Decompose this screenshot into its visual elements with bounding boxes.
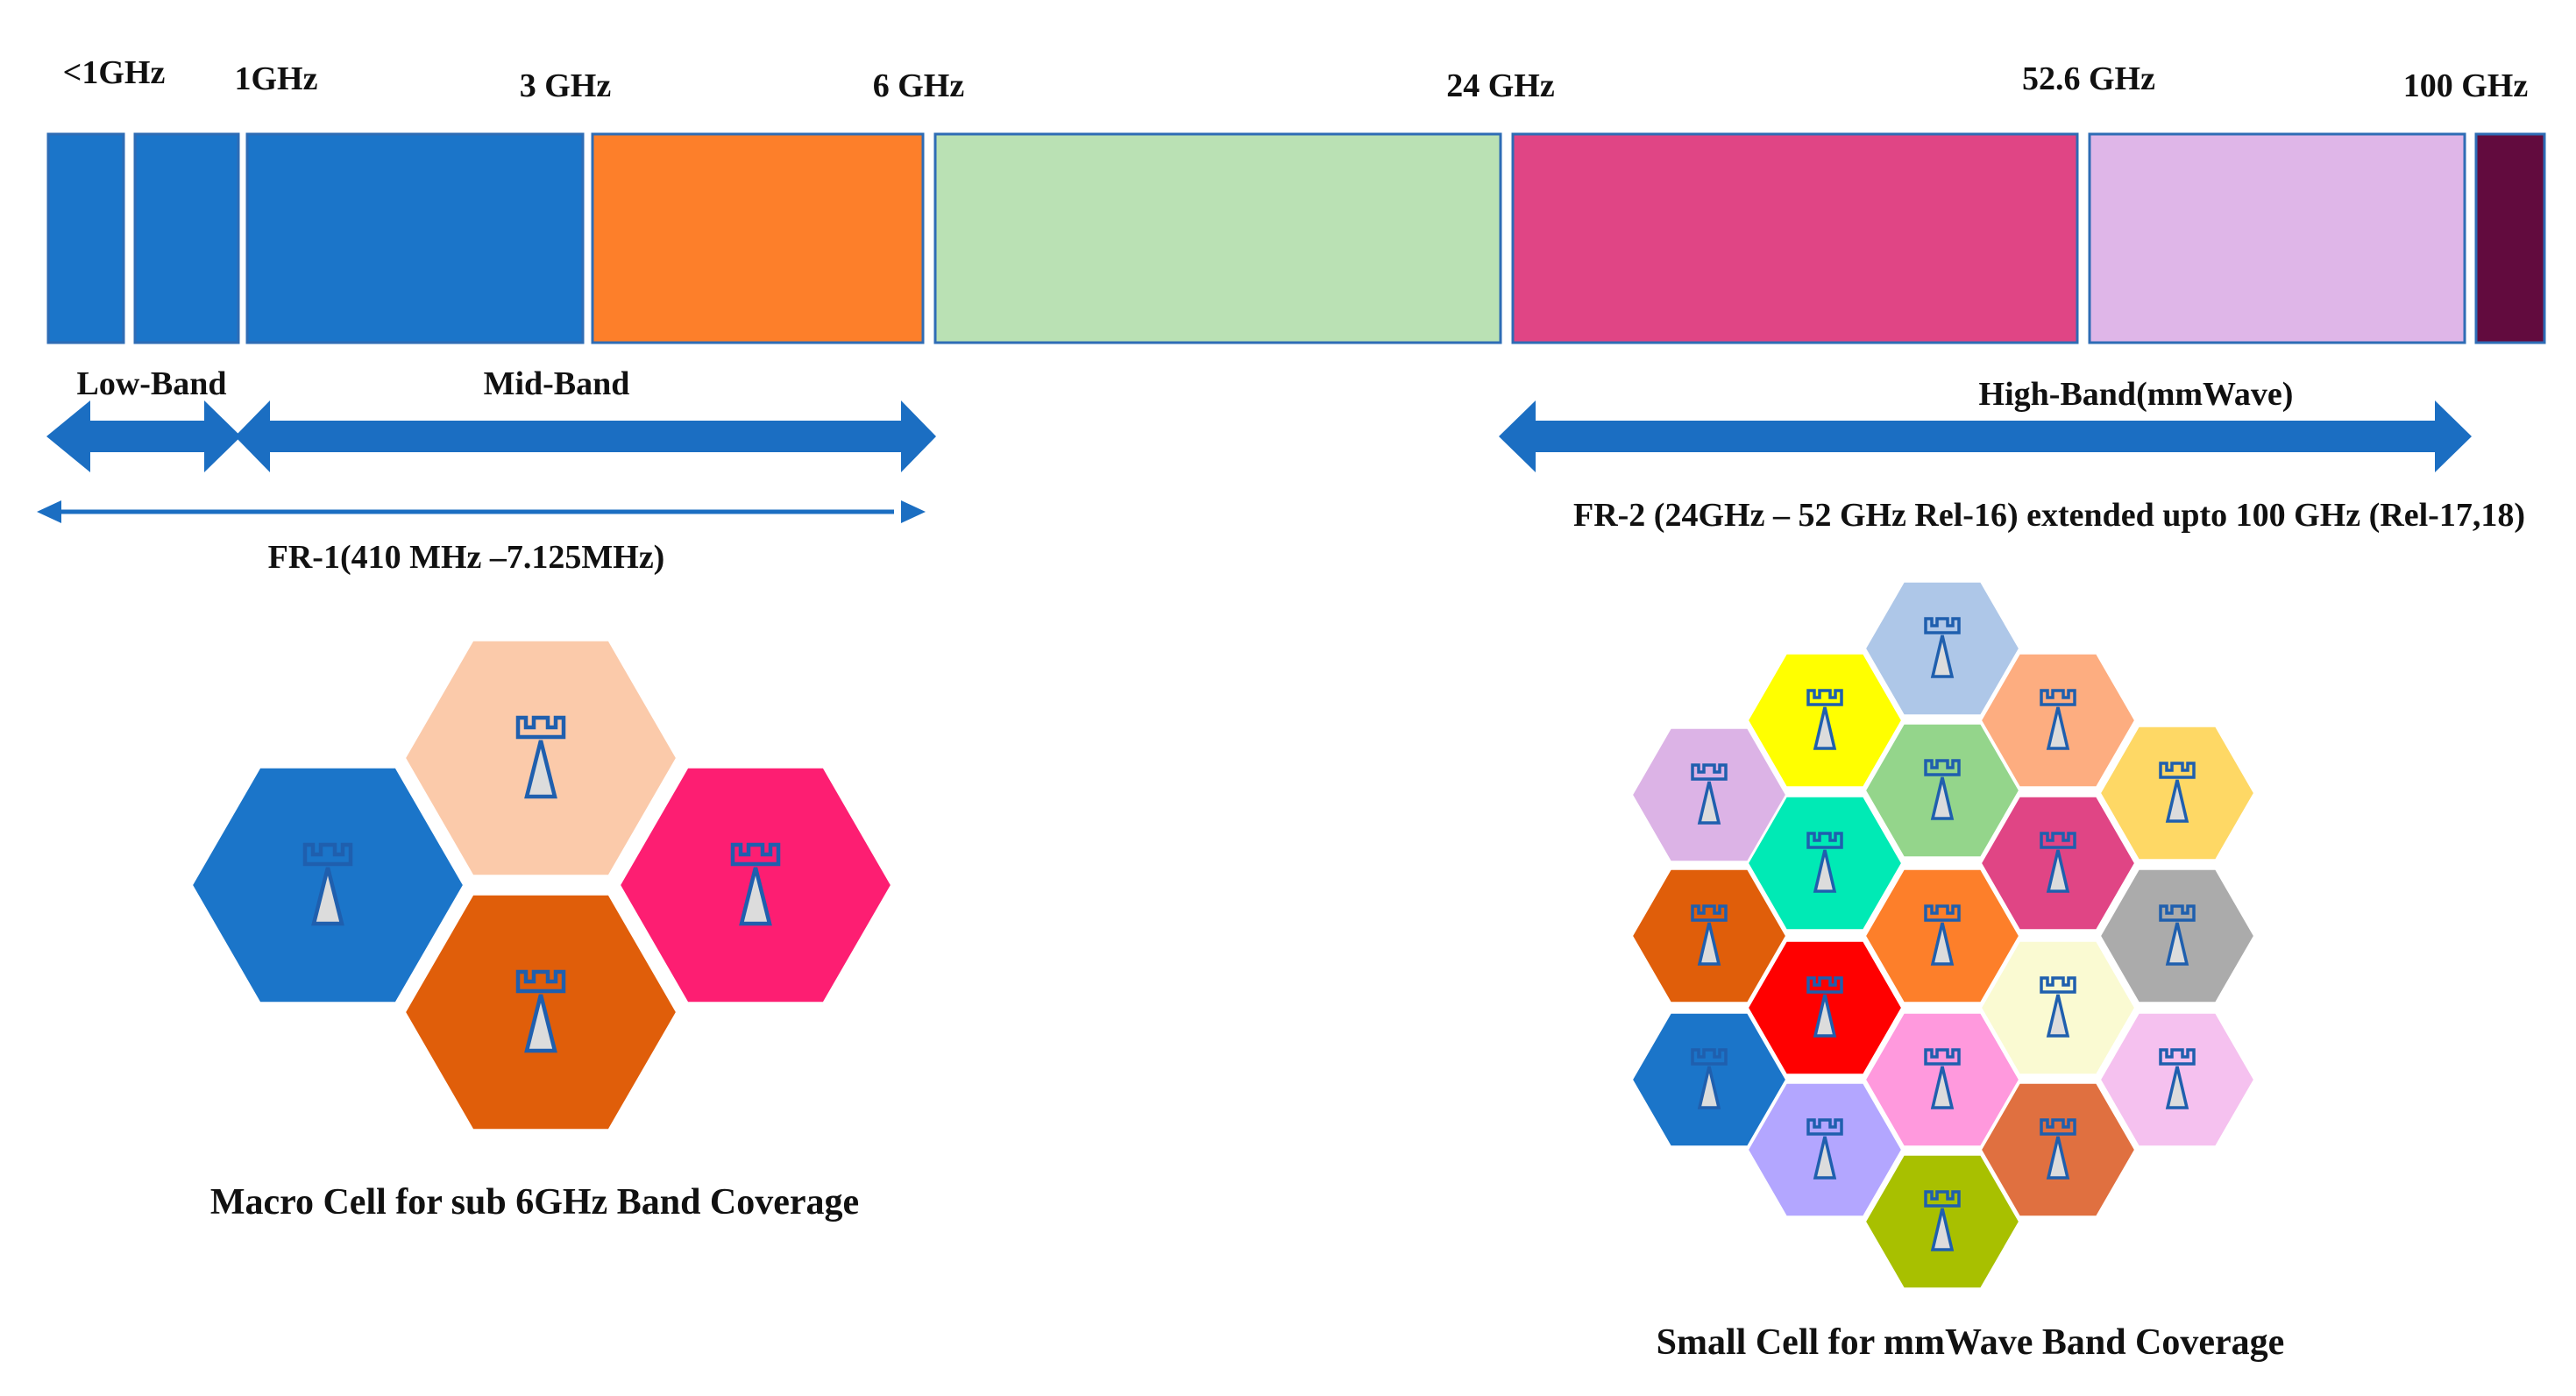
hex-cell	[1979, 795, 2137, 932]
spectrum-bar	[46, 132, 2546, 344]
fr1-arrow-left	[37, 500, 61, 523]
hex-cell	[1863, 580, 2021, 717]
high-band-arrow	[1499, 400, 2472, 472]
spectrum-block	[133, 132, 240, 344]
spectrum-block	[46, 132, 125, 344]
fr1-range: FR-1(410 MHz –7.125MHz)	[37, 500, 926, 576]
freq-label-100ghz: 100 GHz	[2403, 67, 2529, 104]
hex-cell	[1979, 1081, 2137, 1218]
freq-label-52-6ghz: 52.6 GHz	[2022, 60, 2155, 97]
hex-cell	[1746, 939, 1904, 1076]
hex-cell	[1863, 1011, 2021, 1148]
spectrum-block	[2474, 132, 2546, 344]
band-arrows: Low-Band Mid-Band High-Band(mmWave)	[46, 365, 2472, 472]
hex-cell	[190, 766, 465, 1004]
spectrum-block	[2088, 132, 2466, 344]
spectrum-block	[245, 132, 585, 344]
hex-cell	[1630, 1011, 1788, 1148]
hex-cell	[1979, 652, 2137, 789]
freq-label-1ghz: 1GHz	[235, 60, 318, 97]
mid-band-label: Mid-Band	[484, 365, 630, 402]
hex-cell	[403, 893, 678, 1131]
fr1-label: FR-1(410 MHz –7.125MHz)	[268, 539, 665, 576]
small-caption: Small Cell for mmWave Band Coverage	[1657, 1322, 2285, 1363]
high-band-label: High-Band(mmWave)	[1979, 376, 2294, 413]
low-band-arrow	[46, 400, 241, 472]
hex-cell	[2098, 725, 2256, 861]
spectrum-block	[591, 132, 925, 344]
hex-cell	[1863, 722, 2021, 859]
freq-label-24ghz: 24 GHz	[1446, 67, 1555, 104]
hex-cell	[403, 639, 678, 877]
hex-cell	[1979, 939, 2137, 1076]
hex-cell	[1630, 868, 1788, 1004]
hex-cell	[2098, 1011, 2256, 1148]
frequency-labels: <1GHz 1GHz 3 GHz 6 GHz 24 GHz 52.6 GHz 1…	[63, 54, 2529, 104]
hex-cell	[1863, 868, 2021, 1004]
freq-label-3ghz: 3 GHz	[520, 67, 612, 104]
freq-label-6ghz: 6 GHz	[873, 67, 965, 104]
macro-cell-cluster	[190, 639, 893, 1131]
hex-cell	[1746, 652, 1904, 789]
hex-cell	[1746, 795, 1904, 932]
macro-caption: Macro Cell for sub 6GHz Band Coverage	[210, 1182, 859, 1222]
hex-cell	[1863, 1153, 2021, 1290]
spectrum-block	[933, 132, 1502, 344]
fr2-label: FR-2 (24GHz – 52 GHz Rel-16) extended up…	[1573, 497, 2525, 534]
small-cell-cluster	[1630, 580, 2256, 1290]
hex-cell	[618, 766, 893, 1004]
freq-label-sub1ghz: <1GHz	[63, 54, 166, 91]
spectrum-block	[1511, 132, 2079, 344]
hex-cell	[1746, 1081, 1904, 1218]
low-band-label: Low-Band	[76, 365, 226, 402]
hex-cell	[2098, 868, 2256, 1004]
mid-band-arrow	[235, 400, 936, 472]
fr1-arrow-right	[901, 500, 926, 523]
